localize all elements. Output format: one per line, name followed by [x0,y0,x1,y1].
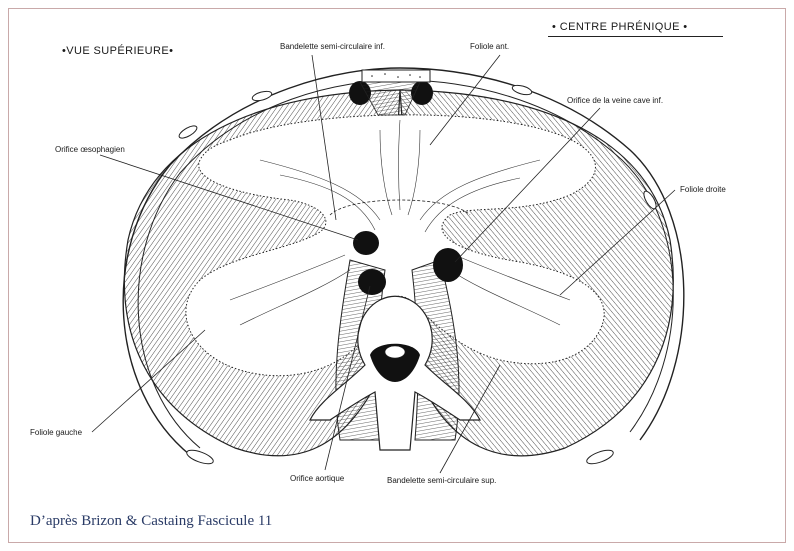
credit-caption: D’après Brizon & Castaing Fascicule 11 [30,513,272,530]
label-foliole-ant: Foliole ant. [470,42,509,52]
view-label: •VUE SUPÉRIEURE• [62,45,173,57]
title-underline [548,36,723,37]
label-orifice-oesophagien: Orifice œsophagien [55,145,125,155]
label-foliole-droite: Foliole droite [680,185,726,195]
oesophageal-orifice [353,231,379,255]
section-title: • CENTRE PHRÉNIQUE • [552,21,688,33]
label-foliole-gauche: Foliole gauche [30,428,82,438]
label-bandelette-sup: Bandelette semi-circulaire sup. [387,476,496,486]
label-orifice-veine-cave: Orifice de la veine cave inf. [567,96,663,106]
aortic-orifice [358,269,386,295]
label-bandelette-inf: Bandelette semi-circulaire inf. [280,42,385,52]
label-orifice-aortique: Orifice aortique [290,474,344,484]
vena-cava-orifice [433,248,463,282]
